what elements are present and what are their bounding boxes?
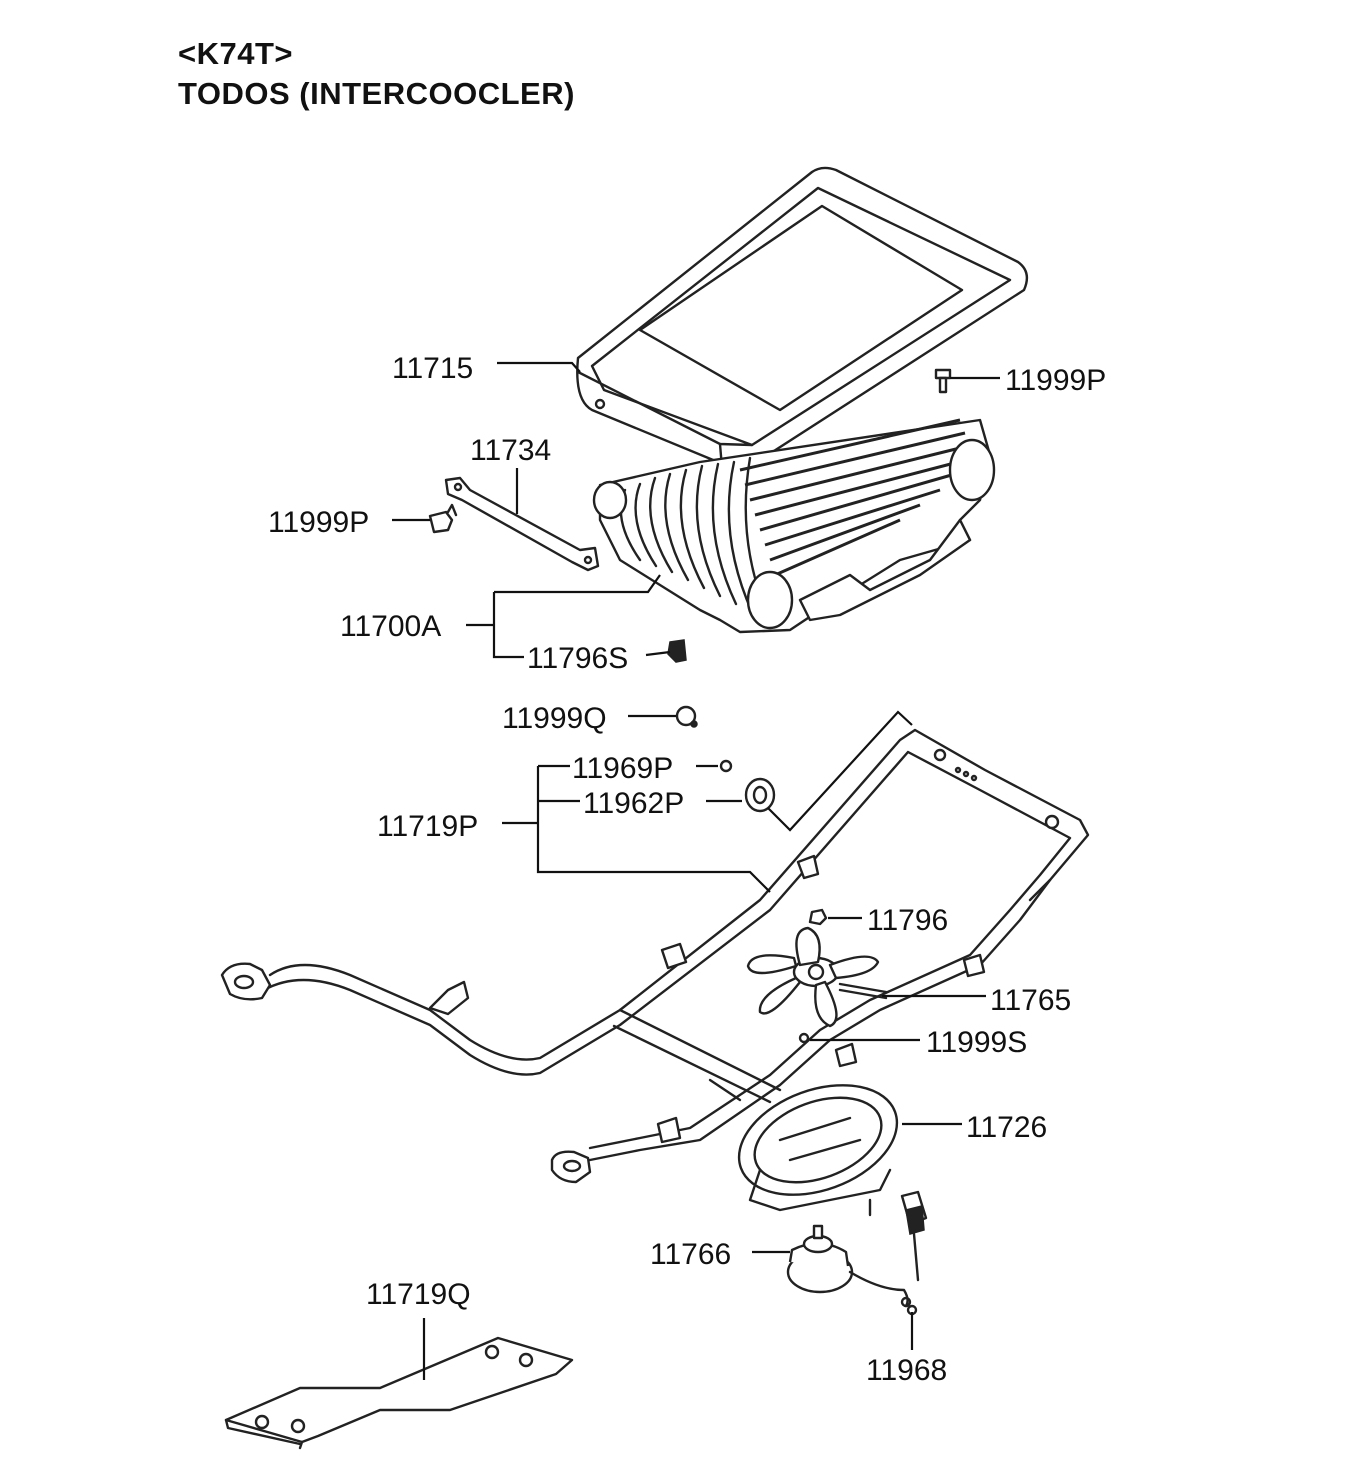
fan-connector — [900, 1190, 928, 1282]
callout-11969p: 11969P — [572, 752, 673, 785]
callout-11968: 11968 — [866, 1354, 947, 1387]
callout-11999q: 11999Q — [502, 702, 607, 735]
diagram-title: TODOS (INTERCOOCLER) — [178, 76, 575, 111]
under-plate — [224, 1336, 574, 1450]
intercooler-frame — [220, 728, 1090, 1184]
intercooler-cover — [576, 166, 1029, 476]
callout-11999p-right: 11999P — [1005, 364, 1106, 397]
callout-11726: 11726 — [966, 1111, 1047, 1144]
callout-11962p: 11962P — [583, 787, 684, 820]
callout-11999s: 11999S — [926, 1026, 1027, 1059]
callout-11715: 11715 — [392, 352, 473, 385]
grommet-11962p — [744, 777, 776, 813]
nut-11796 — [808, 908, 828, 926]
callout-11796s: 11796S — [527, 642, 628, 675]
leader-lines — [392, 361, 1000, 1380]
callout-11766: 11766 — [650, 1238, 731, 1271]
clip-11969p — [719, 759, 733, 773]
clip-11796s — [667, 639, 687, 663]
callout-11719q: 11719Q — [366, 1278, 471, 1311]
callout-11796: 11796 — [867, 904, 948, 937]
fan-blade — [746, 926, 888, 1028]
nut-11999q — [675, 705, 698, 728]
bolt-11999p-right — [934, 368, 952, 394]
intercooler-core — [592, 418, 996, 634]
callout-11719p: 11719P — [377, 810, 478, 843]
callout-labels: 11715 11999P 11734 11999P 11700A 11796S … — [268, 352, 1106, 1387]
clip-11999s — [798, 1032, 810, 1044]
bracket-11734 — [444, 476, 600, 572]
bolt-11999p-left — [428, 503, 458, 534]
callout-11734: 11734 — [470, 434, 551, 467]
diagram-code: <K74T> — [178, 36, 294, 71]
fan-shroud — [737, 1084, 899, 1217]
callout-11700a: 11700A — [340, 610, 441, 643]
fan-motor — [786, 1224, 909, 1308]
callout-11765: 11765 — [990, 984, 1071, 1017]
callout-11999p-left: 11999P — [268, 506, 369, 539]
clip-11968 — [900, 1296, 918, 1316]
